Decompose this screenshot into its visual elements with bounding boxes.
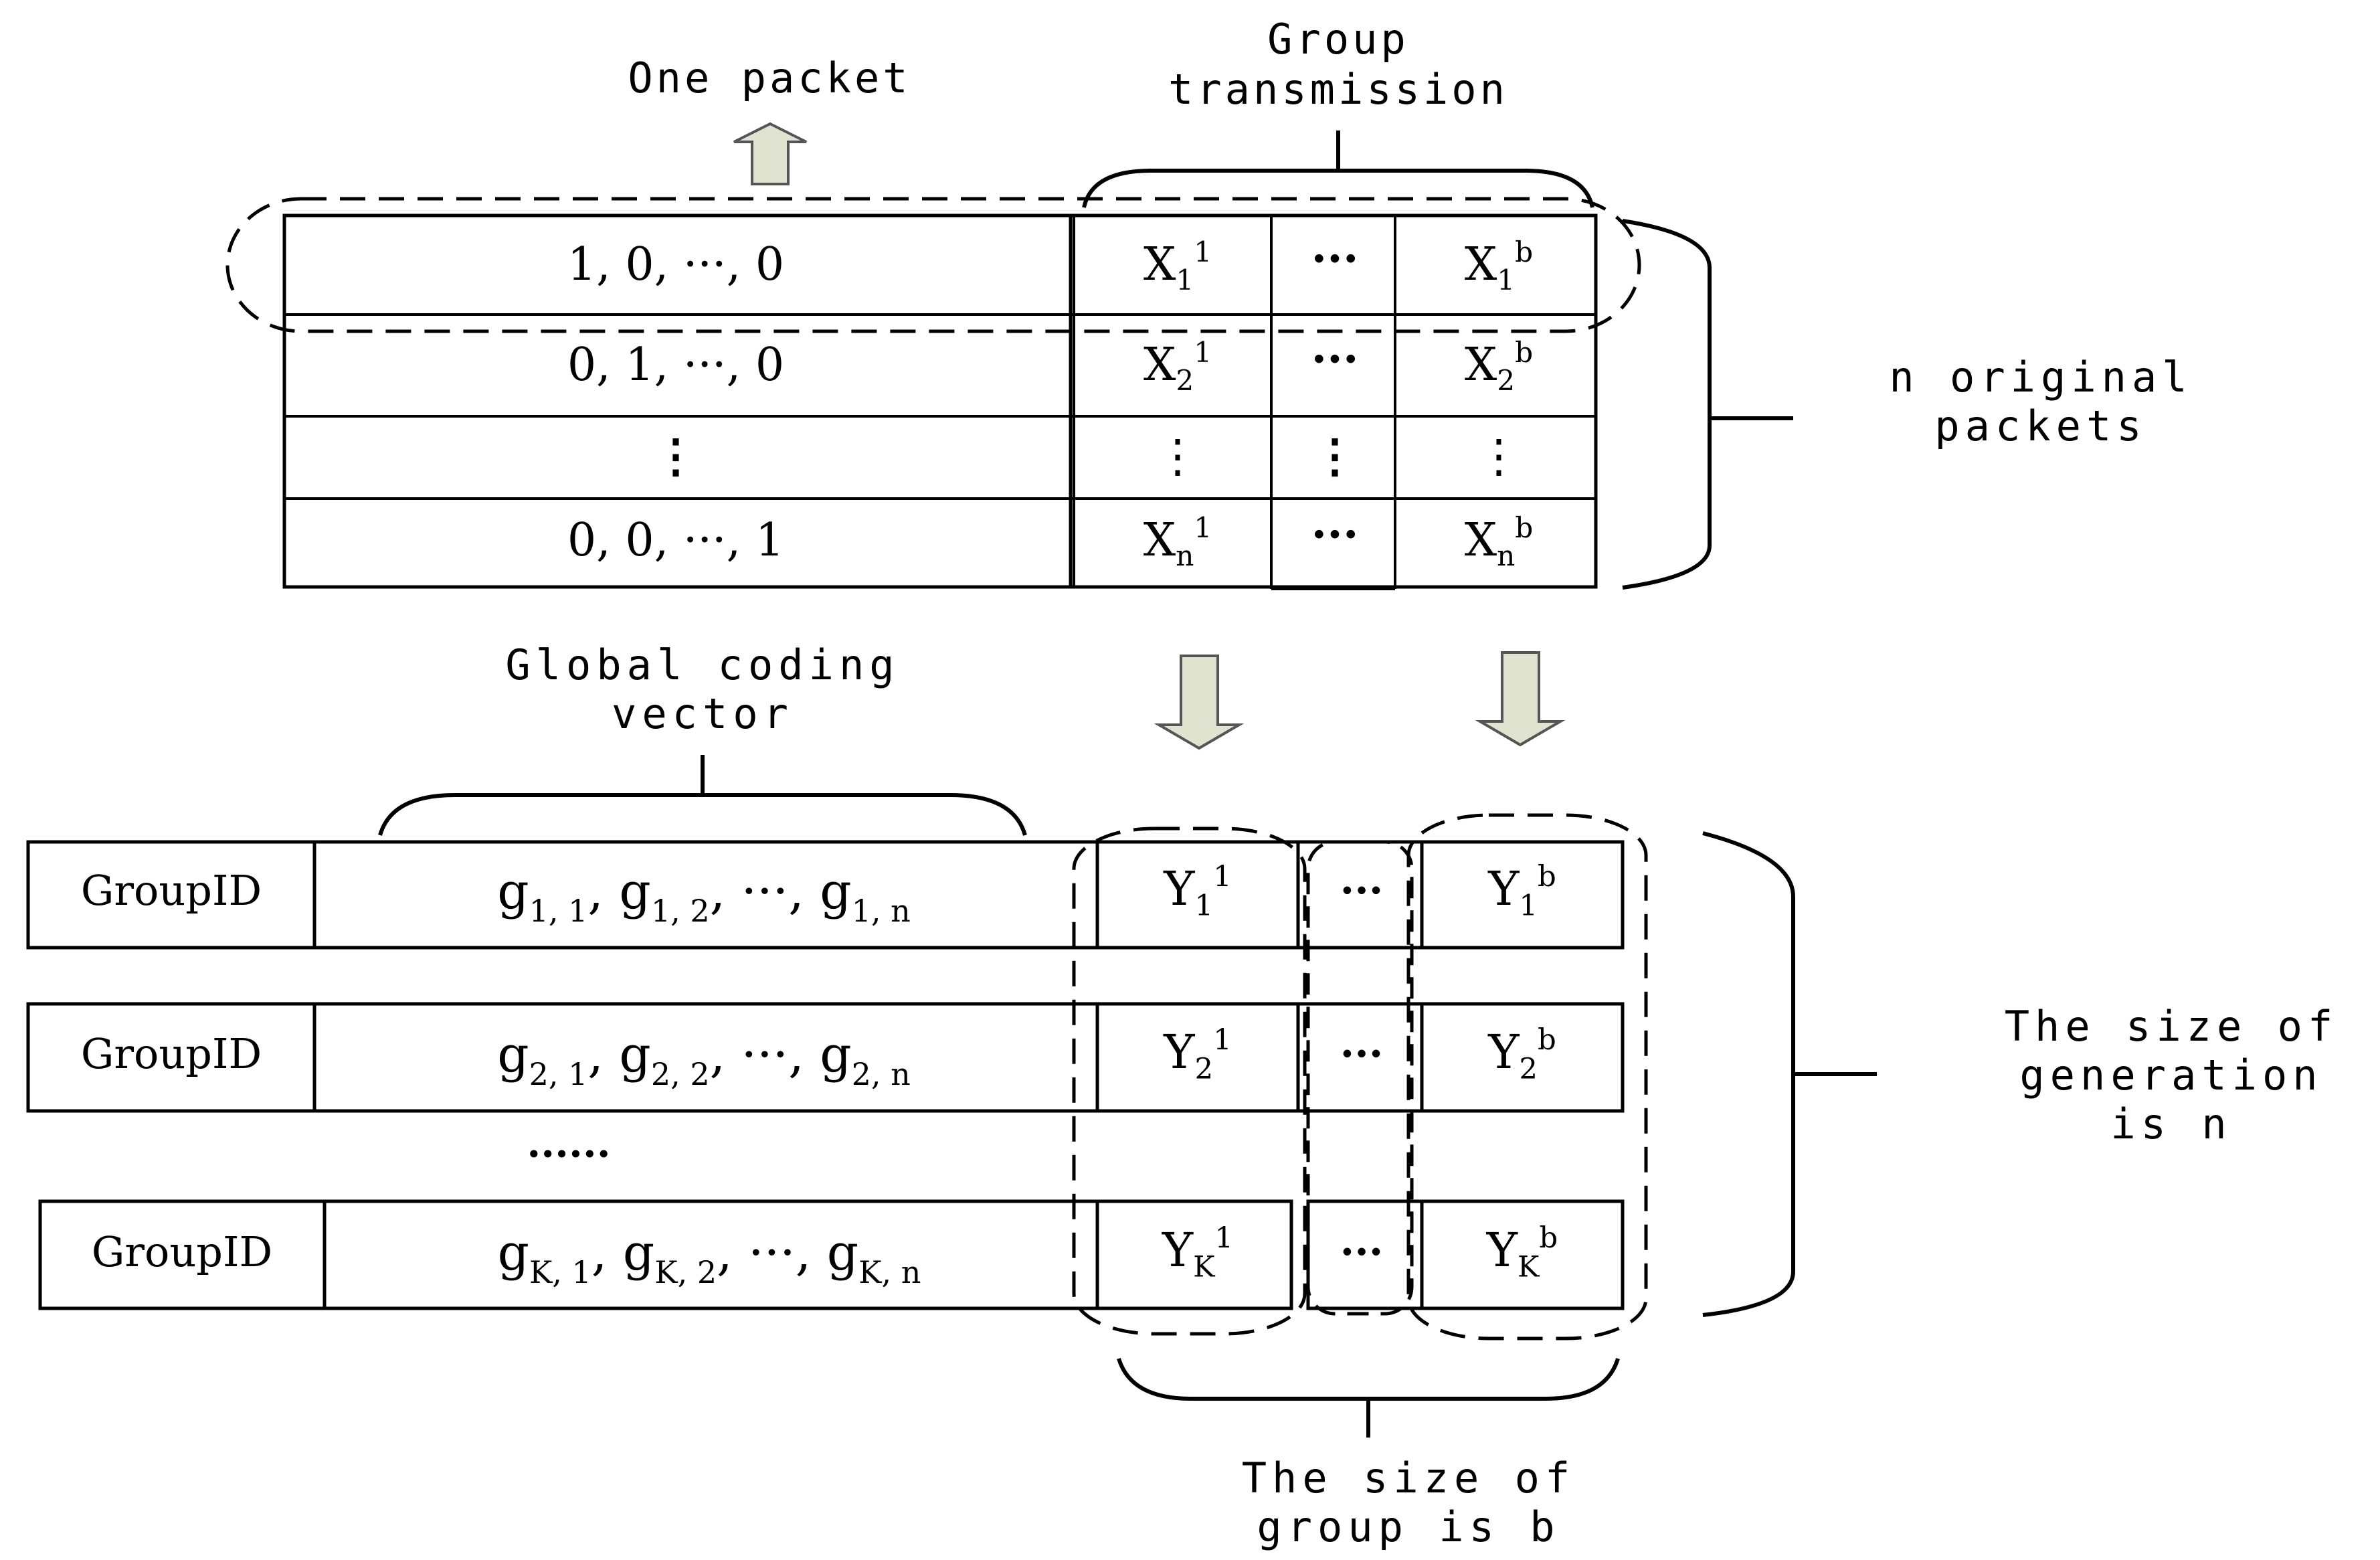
original-packets-table	[282, 213, 1598, 590]
payload-symbol-ellipsis: ⋮	[1312, 430, 1358, 483]
global-coding-coefficients: g2, 1, g2, 2, ···, g2, n	[497, 1026, 911, 1092]
unit-coding-vector: 1, 0, ···, 0	[567, 238, 784, 291]
coded-symbol-first: Y11	[1163, 860, 1231, 922]
payload-symbol-ellipsis: ···	[1311, 232, 1358, 286]
coded-symbol-ellipsis: ···	[1340, 866, 1384, 915]
group-id-field: GroupID	[81, 1029, 262, 1078]
generation-line-3: is n	[2110, 1100, 2231, 1148]
payload-symbol-first: Xn1	[1143, 511, 1212, 572]
generation-line-1: The size of	[2005, 1002, 2339, 1051]
group-transmission-brace	[1082, 131, 1594, 208]
unit-coding-vector: ⋮	[653, 430, 699, 483]
last-symbol-dashed-column	[1406, 813, 1648, 1340]
original-packets-rows: 1, 0, ···, 0 X11 ··· X1b 0, 1, ···, 0 X21 ··· X…	[567, 232, 1533, 572]
one-packet-label: One packet	[628, 54, 911, 102]
original-packet-row: 0, 1, ···, 0 X21 ··· X2b	[567, 333, 1533, 397]
coded-symbol-ellipsis: ···	[1340, 1227, 1384, 1276]
group-size-line-2: group is b	[1257, 1502, 1560, 1551]
group-id-field: GroupID	[81, 866, 262, 915]
row-ellipsis: ······	[527, 1131, 610, 1178]
coded-symbol-first: Y21	[1163, 1023, 1231, 1086]
global-coding-line-1: Global coding	[505, 640, 899, 689]
payload-symbol-ellipsis: ···	[1311, 333, 1358, 386]
global-coding-vector-label: Global coding vector	[505, 640, 899, 738]
original-packet-row: ⋮ ⋮ ⋮ ⋮	[653, 430, 1522, 483]
group-size-line-1: The size of	[1242, 1454, 1576, 1502]
coded-packet-row: GroupID g1, 1, g1, 2, ···, g1, n Y11 ··· Y1b	[81, 860, 1556, 929]
generation-size-brace	[1702, 831, 1877, 1317]
group-transmission-line-1: Group	[1267, 15, 1409, 64]
coded-symbol-last: YKb	[1486, 1221, 1558, 1284]
coded-symbol-ellipsis: ···	[1340, 1029, 1384, 1078]
coded-symbol-last: Y1b	[1487, 860, 1556, 922]
up-arrow-icon	[733, 122, 807, 185]
global-coding-line-2: vector	[612, 689, 794, 738]
global-coding-coefficients: gK, 1, gK, 2, ···, gK, n	[498, 1224, 921, 1290]
group-transmission-line-2: transmission	[1168, 65, 1508, 114]
coded-symbol-last: Y2b	[1487, 1023, 1556, 1086]
n-original-line-1: n original	[1889, 353, 2192, 402]
n-original-packets-label: n original packets	[1889, 353, 2192, 450]
global-coding-coefficients: g1, 1, g1, 2, ···, g1, n	[497, 863, 911, 929]
n-original-line-2: packets	[1934, 402, 2146, 450]
payload-symbol-last: X2b	[1465, 336, 1533, 397]
generation-line-2: generation	[2019, 1051, 2322, 1100]
payload-symbol-last: ⋮	[1476, 430, 1522, 483]
group-size-brace	[1117, 1358, 1620, 1438]
coded-packet-row: GroupID g2, 1, g2, 2, ···, g2, n Y21 ··· Y2b	[81, 1023, 1556, 1092]
down-arrow-icon-last	[1475, 651, 1566, 747]
payload-symbol-first: X21	[1143, 336, 1212, 397]
payload-block	[1069, 213, 1598, 589]
middle-symbol-dashed-column	[1306, 840, 1414, 1316]
payload-symbol-ellipsis: ···	[1311, 508, 1358, 561]
global-coding-brace	[378, 755, 1027, 836]
coded-packets-table	[26, 840, 1625, 1310]
payload-symbol-last: X1b	[1465, 236, 1533, 296]
unit-coding-vector: 0, 0, ···, 1	[567, 514, 784, 567]
down-arrow-icon-first	[1154, 655, 1245, 750]
group-size-label: The size of group is b	[1242, 1454, 1576, 1551]
first-symbol-dashed-column	[1072, 827, 1307, 1336]
coded-packet-row: GroupID gK, 1, gK, 2, ···, gK, n YK1 ··· YKb	[92, 1221, 1558, 1290]
coded-packets-rows: GroupID g1, 1, g1, 2, ···, g1, n Y11 ··· Y1b…	[81, 860, 1558, 1290]
original-packet-row: 0, 0, ···, 1 Xn1 ··· Xnb	[567, 508, 1533, 572]
group-id-field: GroupID	[92, 1227, 272, 1276]
group-transmission-label: Group transmission	[1168, 15, 1508, 114]
one-packet-dashed-outline	[225, 197, 1641, 333]
payload-symbol-first: ⋮	[1155, 430, 1200, 483]
coded-symbol-first: YK1	[1162, 1221, 1233, 1284]
payload-symbol-last: Xnb	[1465, 511, 1534, 572]
unit-coding-vector: 0, 1, ···, 0	[567, 339, 784, 392]
payload-symbol-first: X11	[1143, 236, 1212, 296]
n-original-packets-brace	[1622, 219, 1793, 590]
generation-size-label: The size of generation is n	[2005, 1002, 2339, 1148]
original-packet-row: 1, 0, ···, 0 X11 ··· X1b	[567, 232, 1533, 296]
